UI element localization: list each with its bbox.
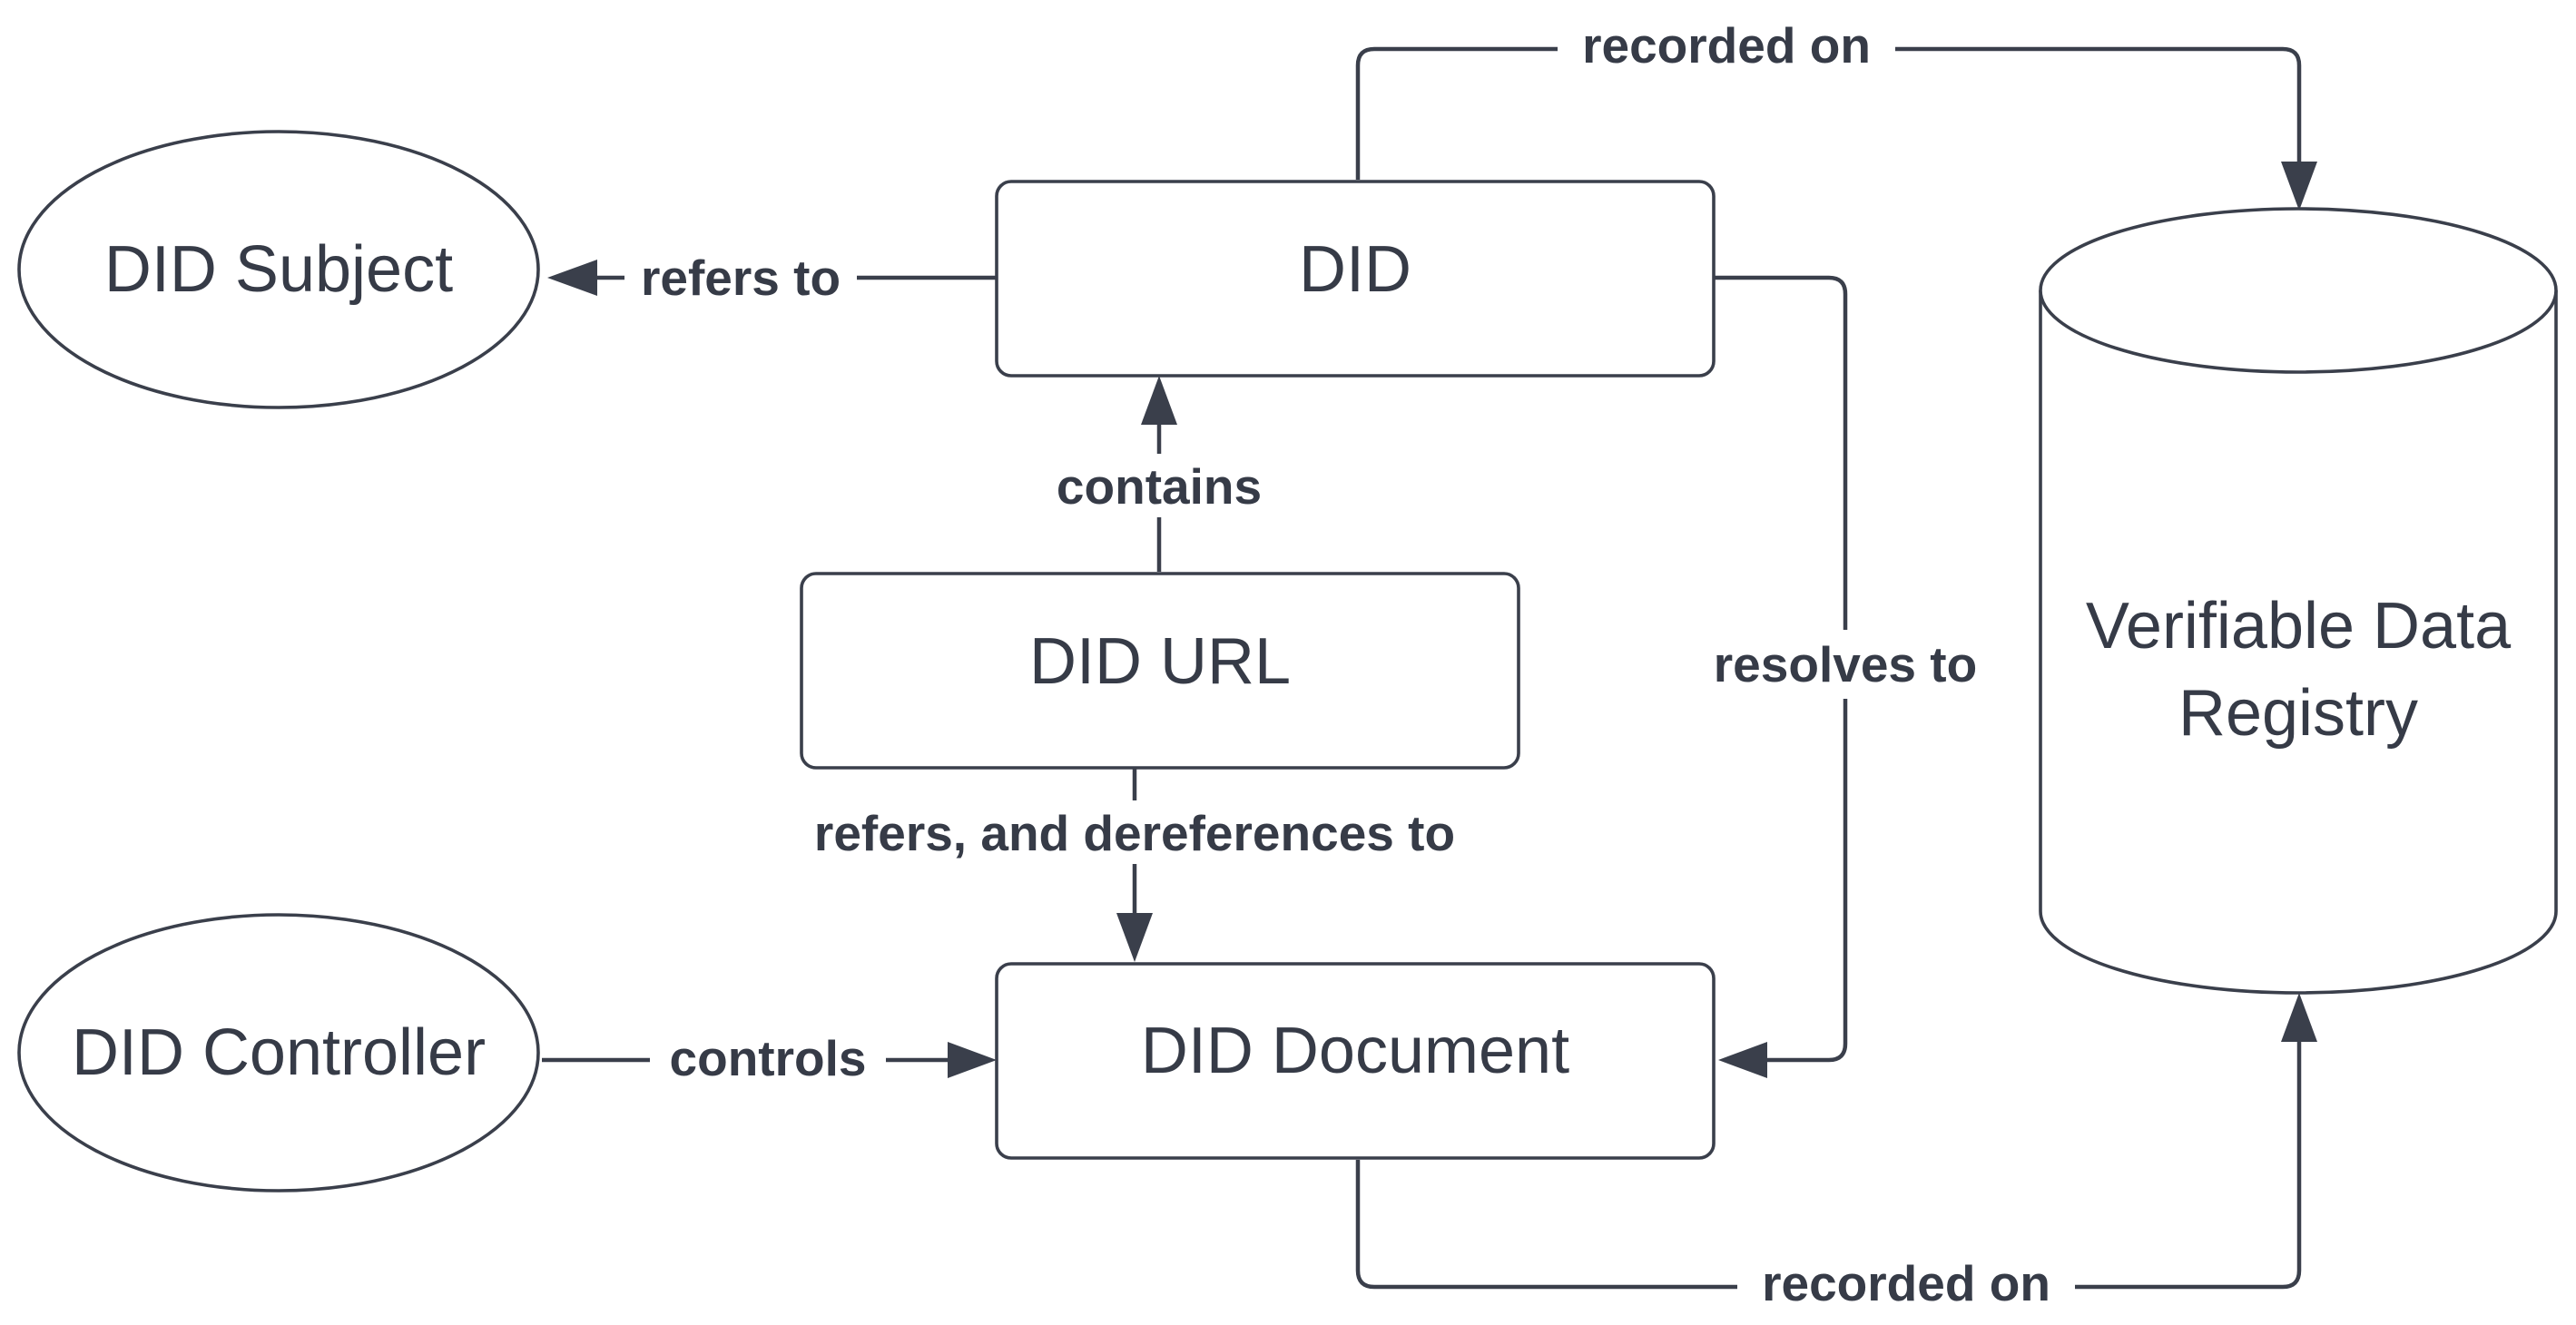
edge-recorded-on-bottom: recorded on	[1355, 993, 2317, 1323]
did-label: DID	[1299, 233, 1411, 306]
refers-to-label: refers to	[641, 250, 841, 306]
node-did-subject: DID Subject	[17, 130, 540, 409]
resolves-to-arrowhead	[1718, 1042, 1767, 1078]
resolves-to-label: resolves to	[1714, 636, 1977, 692]
edge-controls: controls	[542, 1027, 997, 1091]
contains-arrowhead	[1141, 376, 1177, 425]
node-did-url: DID URL	[800, 572, 1520, 770]
did-controller-ellipse	[17, 913, 540, 1192]
refers-to-arrowhead	[547, 260, 597, 296]
edge-refers-to: refers to	[547, 245, 997, 309]
did-url-label: DID URL	[1029, 625, 1291, 698]
controls-label: controls	[670, 1030, 867, 1086]
did-box	[995, 180, 1716, 378]
did-document-box	[995, 962, 1716, 1160]
node-did: DID	[995, 180, 1716, 378]
recorded-on-top-arrowhead	[2281, 162, 2317, 211]
contains-label: contains	[1057, 458, 1262, 515]
registry-label-line1: Verifiable Data	[2086, 590, 2512, 662]
controls-arrowhead	[948, 1042, 997, 1078]
did-document-label: DID Document	[1141, 1015, 1569, 1087]
registry-label-line2: Registry	[2178, 677, 2418, 750]
node-did-document: DID Document	[995, 962, 1716, 1160]
recorded-on-top-label: recorded on	[1582, 17, 1871, 74]
edge-resolves-to: resolves to	[1690, 275, 2001, 1078]
refers-dereferences-arrowhead	[1116, 913, 1153, 962]
did-subject-label: DID Subject	[104, 233, 453, 306]
did-url-box	[800, 572, 1520, 770]
recorded-on-bottom-arrowhead	[2281, 993, 2317, 1042]
node-verifiable-data-registry: Verifiable Data Registry	[2039, 207, 2558, 995]
edge-recorded-on-top: recorded on	[1355, 13, 2317, 211]
edge-contains: contains	[1026, 376, 1293, 572]
edge-refers-dereferences: refers, and dereferences to	[755, 768, 1514, 962]
registry-cylinder-body	[2039, 290, 2558, 995]
did-subject-ellipse	[17, 130, 540, 409]
registry-cylinder-top	[2039, 207, 2558, 374]
node-did-controller: DID Controller	[17, 913, 540, 1192]
did-controller-label: DID Controller	[72, 1016, 486, 1089]
refers-dereferences-label: refers, and dereferences to	[814, 805, 1455, 861]
recorded-on-bottom-label: recorded on	[1762, 1255, 2050, 1311]
